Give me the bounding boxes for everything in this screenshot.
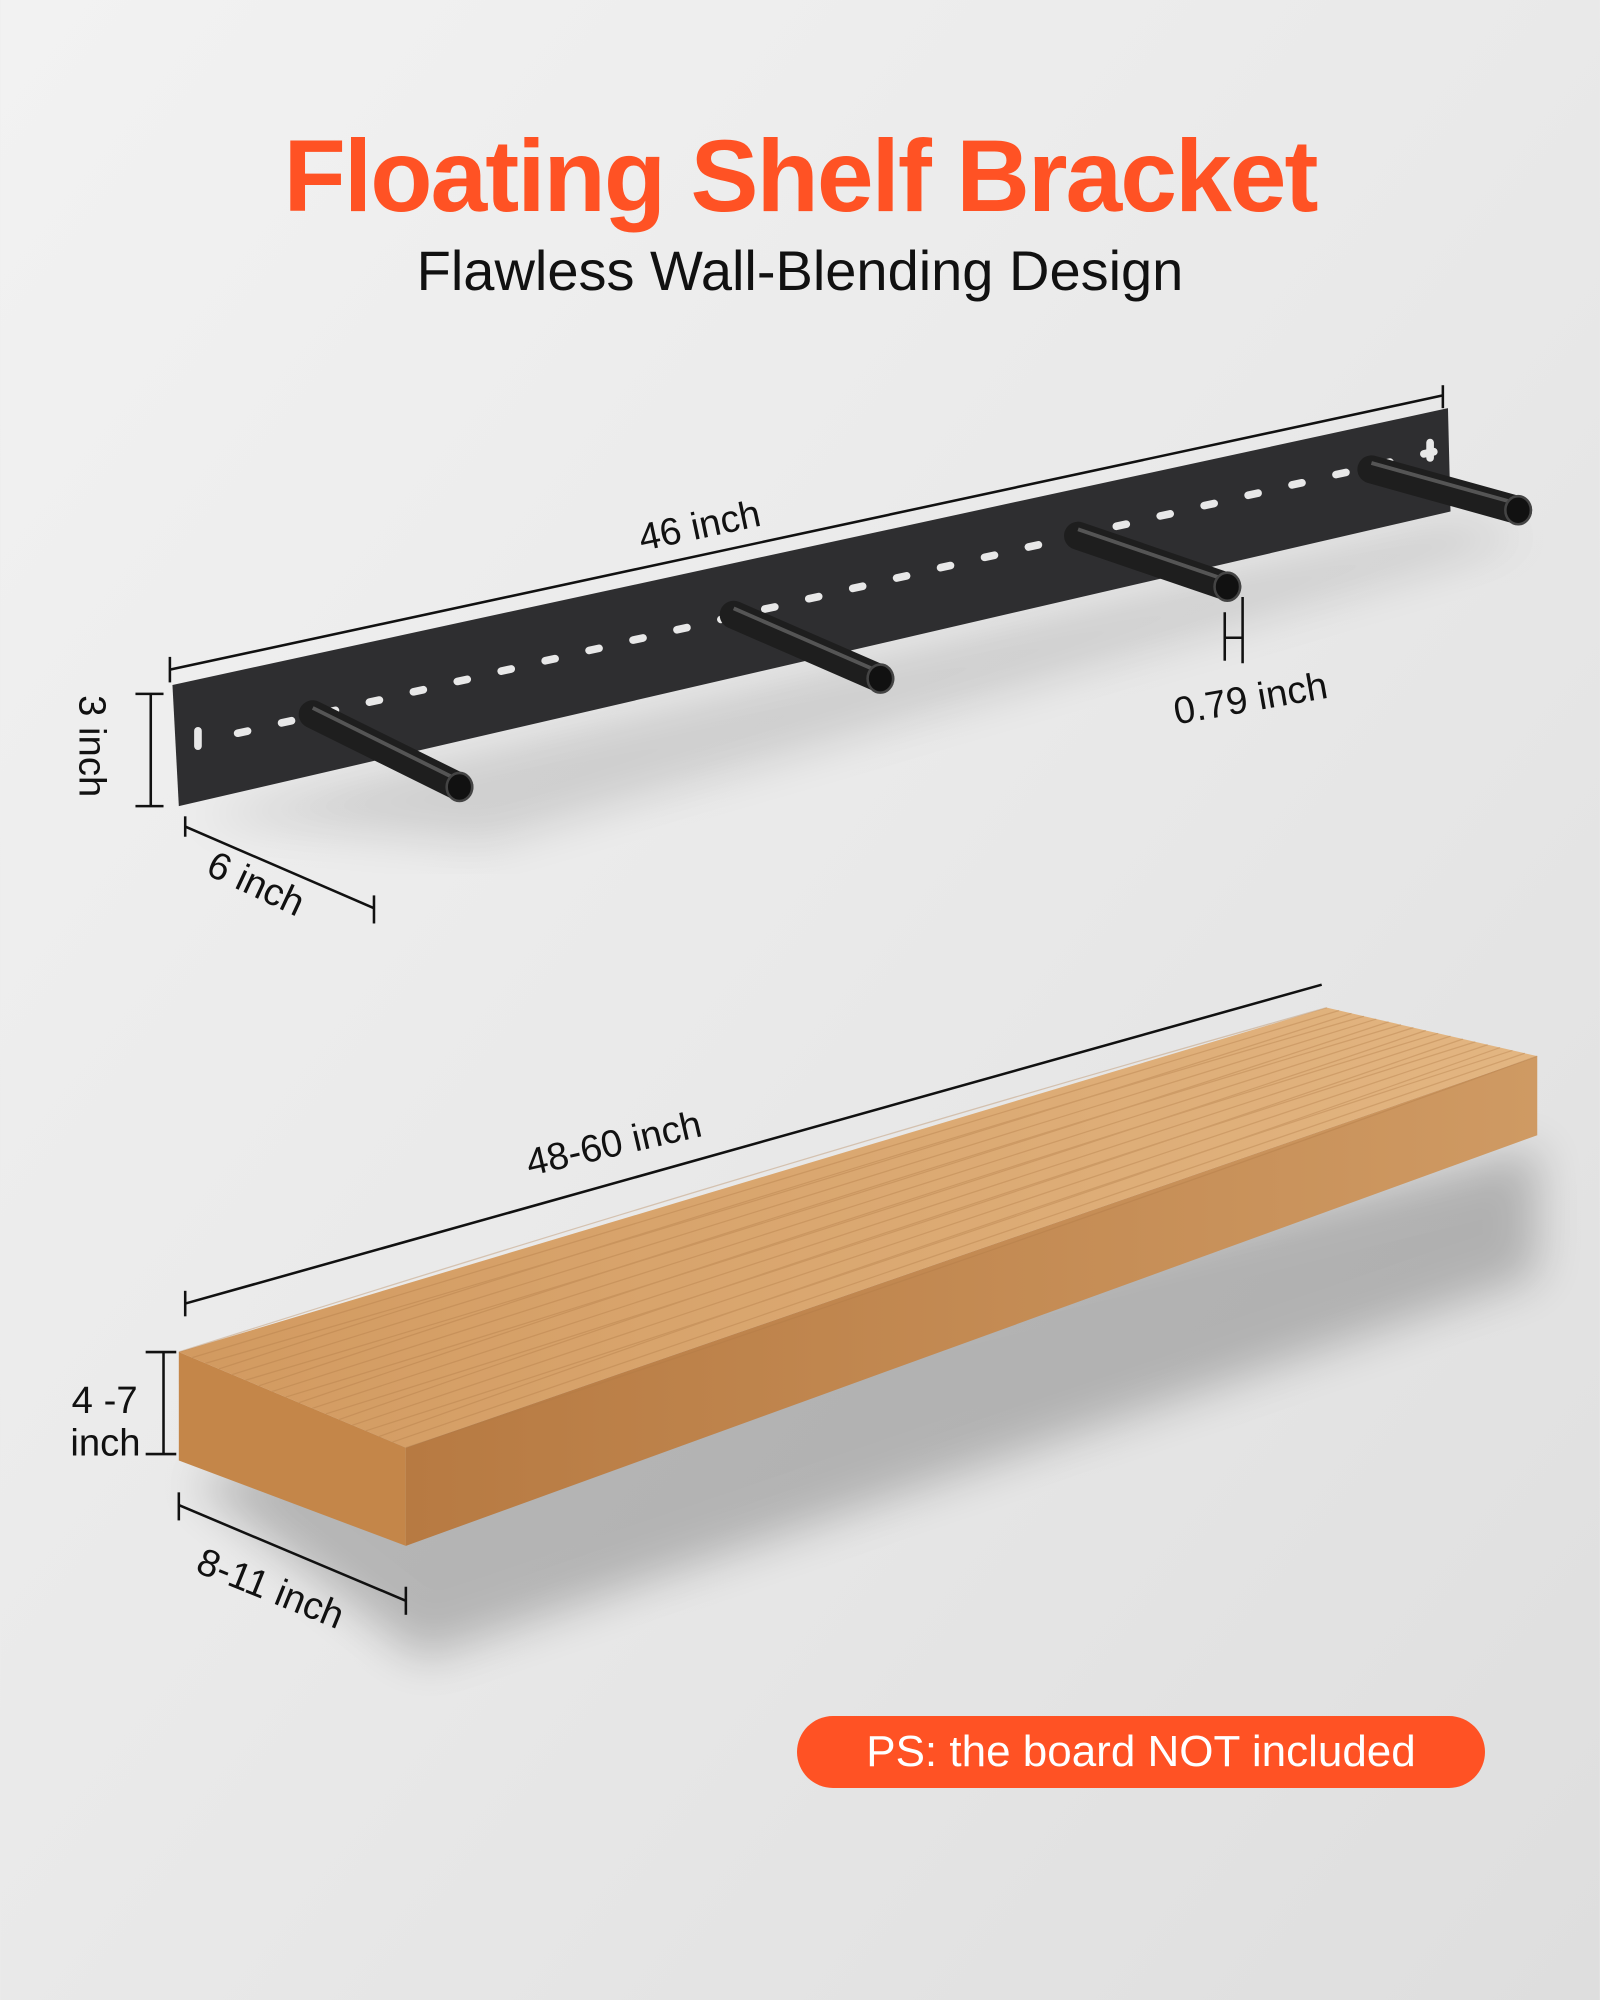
bracket-slot — [233, 727, 252, 738]
bracket-slot — [936, 561, 955, 572]
grain-line — [325, 1038, 1464, 1415]
shelf-dimension-lines — [145, 983, 1323, 1615]
bracket-slot — [892, 572, 911, 582]
grain-line — [378, 1049, 1513, 1438]
rod-highlight — [1077, 527, 1228, 583]
shelf-top-face — [178, 1007, 1538, 1448]
bracket-slot — [804, 592, 823, 603]
page-subtitle: Flawless Wall-Blending Design — [416, 239, 1184, 302]
bracket-slot — [497, 665, 516, 675]
shelf-front-face — [405, 1056, 1538, 1546]
grain-line — [178, 1007, 1327, 1353]
grain-line — [191, 1009, 1340, 1359]
bracket-slot — [585, 644, 603, 655]
bracket-slot — [1024, 541, 1043, 551]
bracket-slot — [1332, 468, 1350, 479]
bracket-rod — [1357, 455, 1533, 525]
bracket-slot — [673, 623, 691, 634]
grain-line — [365, 1046, 1501, 1432]
grain-line — [232, 1018, 1377, 1376]
rod-end — [866, 663, 895, 694]
bracket-slot — [1200, 499, 1218, 510]
rod-highlight — [311, 706, 461, 783]
bracket-slot-end — [1426, 438, 1434, 462]
rod-end — [1504, 494, 1533, 526]
grain-line — [405, 1055, 1538, 1449]
wood-grain — [178, 1007, 1538, 1449]
board-thickness-label-line2: inch — [70, 1421, 140, 1464]
bracket-rod — [719, 600, 895, 693]
grain-line — [272, 1027, 1414, 1393]
bracket-slot — [760, 603, 779, 613]
shelf-end-face — [178, 1352, 406, 1546]
grain-line — [205, 1012, 1352, 1364]
bracket-slot — [629, 634, 647, 644]
bracket-plate — [172, 408, 1451, 807]
grain-line — [285, 1029, 1427, 1398]
board-thickness-label-line1: 4 -7 — [72, 1379, 138, 1422]
grain-line — [218, 1015, 1365, 1370]
page-title: Floating Shelf Bracket — [283, 119, 1319, 233]
grain-line — [392, 1052, 1526, 1443]
bracket-slot — [541, 654, 559, 665]
bracket-rod — [1064, 521, 1242, 601]
shelf-shadow — [191, 1147, 1538, 1659]
bracket-dimension-lines — [135, 385, 1445, 924]
bracket-slot — [365, 696, 384, 706]
grain-line — [298, 1032, 1439, 1404]
rod-end — [445, 771, 474, 803]
bracket-slot — [1244, 489, 1262, 500]
bracket-slot — [1156, 509, 1175, 520]
note-badge: PS: the board NOT included — [797, 1716, 1485, 1788]
grain-line — [312, 1035, 1451, 1409]
bracket-slot — [453, 675, 472, 686]
bracket-rod — [298, 700, 474, 802]
grain-line — [352, 1044, 1488, 1426]
grain-line — [338, 1041, 1476, 1421]
rod-highlight — [1370, 461, 1519, 506]
rod-highlight — [732, 606, 882, 674]
grain-line — [245, 1021, 1389, 1381]
bracket-height-label: 3 inch — [70, 695, 113, 797]
rod-end — [1213, 571, 1242, 603]
bracket-slot — [277, 716, 296, 727]
bracket-slot — [980, 551, 999, 562]
bracket-slot-end — [194, 727, 202, 750]
bracket-slot — [409, 685, 428, 696]
bracket-rods — [298, 455, 1533, 803]
grain-line — [258, 1024, 1402, 1387]
bracket-slot — [1112, 520, 1131, 531]
bracket-slot — [848, 582, 867, 593]
bracket-slot — [1288, 478, 1306, 489]
